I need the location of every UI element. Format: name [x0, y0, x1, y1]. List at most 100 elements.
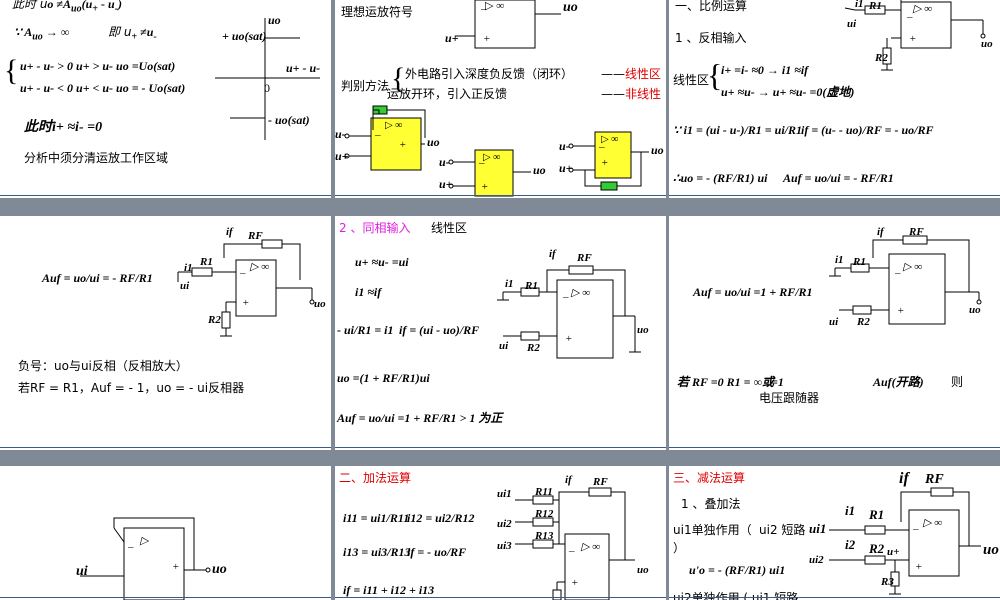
svg-text:_: _ — [598, 137, 605, 149]
p5-if: if — [549, 248, 556, 260]
panel-buffer: _+ ▷ ui uo — [0, 466, 331, 600]
p1-line1: 此时 uo ≠Auo(u+ - u-) — [12, 0, 122, 15]
p2-uo-2: uo — [533, 163, 546, 177]
p5-linear: 线性区 — [431, 221, 468, 235]
p4-gain: Auf = uo/ui = - RF/R1 — [42, 271, 153, 285]
p2-inf-0: ▷ ∞ — [485, 0, 505, 12]
p7-circuit: _+ ▷ — [80, 517, 211, 600]
p9-i1: i1 — [845, 503, 856, 518]
p6-i1: i1 — [835, 254, 844, 266]
p9-ui1: ui1 — [809, 521, 827, 536]
p9-i2: i2 — [845, 537, 856, 552]
p2-rule1-dash: —— — [601, 67, 625, 81]
p9-e1: u'o = - (RF/R1) ui1 — [689, 563, 786, 577]
p3-r1: R1 — [869, 0, 882, 12]
p2-uo-3: uo — [651, 143, 664, 157]
p2-uo-1: uo — [427, 135, 440, 149]
svg-text:+: + — [915, 561, 922, 573]
svg-text:_: _ — [480, 0, 487, 11]
p3-e4: Auf = uo/ui = - RF/R1 — [783, 171, 894, 185]
p8-e4: if = - uo/RF — [407, 545, 467, 559]
svg-text:▷ ∞: ▷ ∞ — [922, 517, 942, 529]
p8-heading: 二、加法运算 — [339, 471, 412, 485]
p5-ui: ui — [499, 340, 509, 352]
p4-inverter-note: 若RF = R1，Auf = - 1，uo = - ui反相器 — [18, 381, 245, 395]
p8-e1: i11 = ui1/R11 — [343, 511, 410, 525]
svg-text:_: _ — [374, 125, 381, 137]
svg-text:_: _ — [906, 7, 913, 19]
panel-inverting: 一、比例运算 1 、反相输入 线性区 { i+ =i- ≈0 → i1 ≈if … — [669, 0, 1000, 198]
p5-r2: R2 — [527, 342, 540, 354]
p2-rule2: 运放开环，引入正反馈 — [387, 87, 508, 101]
p2-up-2: u+ — [439, 177, 453, 191]
p5-e6: Auf = uo/ui =1 + RF/R1 > 1 为正 — [337, 411, 503, 425]
p3-e3: ∴uo = - (RF/R1) ui — [673, 171, 768, 185]
svg-text:+: + — [601, 157, 608, 169]
p9-s1c: ） — [673, 541, 686, 555]
p1-note: 分析中须分清运放工作区域 — [24, 151, 169, 165]
svg-text:▷ ∞: ▷ ∞ — [570, 287, 590, 299]
graph-top-label: + uo(sat) — [222, 29, 267, 43]
p5-circuit: _ + ▷ ∞ — [497, 265, 641, 359]
svg-text:+: + — [481, 181, 488, 193]
p1-case1: u+ - u- > 0 u+ > u- uo =Uo(sat) — [20, 59, 176, 73]
p5-e3: - ui/R1 = i1 — [337, 323, 394, 337]
svg-text:+: + — [909, 33, 916, 45]
p6-rf: RF — [909, 226, 924, 238]
p4-circuit: _+ ▷ ∞ — [177, 239, 315, 337]
p1-current-eq: 此时i+ ≈i- =0 — [24, 120, 103, 135]
p2-brace: { — [391, 62, 406, 95]
p4-r2: R2 — [208, 314, 221, 326]
p4-sign-note: 负号：uo与ui反相（反相放大） — [18, 359, 188, 373]
p9-uo: uo — [983, 542, 999, 558]
p8-e2: i12 = ui2/R12 — [407, 511, 475, 525]
transfer-curve — [215, 18, 320, 140]
p2-up-1: u+ — [335, 149, 349, 163]
p7-uo: uo — [212, 562, 227, 577]
p3-ui: ui — [847, 18, 857, 30]
p9-up: u+ — [887, 546, 900, 558]
p6-follower: 电压跟随器 — [759, 391, 820, 405]
p8-ui1: ui1 — [497, 488, 512, 500]
svg-text:_: _ — [478, 153, 485, 165]
panel-subtractor: 三、减法运算 1 、叠加法 ui1单独作用（ ui2 短路 ） u'o = - … — [669, 466, 1000, 600]
svg-text:+: + — [399, 139, 406, 151]
p3-linear: 线性区 — [673, 73, 710, 87]
p2-rule1-result: 线性区 — [625, 67, 662, 81]
p2-um-1: u- — [335, 127, 346, 141]
p6-if: if — [877, 226, 884, 238]
p6-r2: R2 — [857, 316, 870, 328]
p2-opamp-diagrams: _ + _ + _ + _ + — [344, 0, 649, 197]
p3-b2: u+ ≈u- → u+ ≈u- =0(虚地) — [721, 85, 855, 99]
p6-then: 则 — [951, 375, 964, 389]
p9-if: if — [899, 470, 909, 487]
p3-circuit: _+ ▷ ∞ — [844, 0, 986, 71]
p1-line2: ∵ Auo → ∞ — [14, 25, 70, 43]
p2-inf-2: ▷ ∞ — [483, 152, 501, 163]
p2-judge: 判别方法 — [341, 79, 390, 93]
panel-noninverting: 2 、同相输入 线性区 u+ ≈u- =ui i1 ≈if - ui/R1 = … — [335, 216, 666, 450]
p8-ui3: ui3 — [497, 540, 512, 552]
p2-uo-0: uo — [563, 0, 578, 15]
svg-text:_: _ — [562, 287, 569, 299]
graph-origin: 0 — [264, 81, 270, 95]
p9-s1: ui1单独作用（ — [673, 523, 752, 537]
svg-text:_: _ — [127, 537, 134, 549]
p5-i1: i1 — [505, 278, 514, 290]
p5-r1: R1 — [525, 280, 538, 292]
p9-heading: 三、减法运算 — [673, 471, 746, 485]
p9-r2: R2 — [869, 541, 885, 556]
p4-rf: RF — [248, 230, 263, 242]
p3-r2: R2 — [875, 52, 888, 64]
p8-e5: if = i11 + i12 + i13 — [343, 583, 435, 597]
p5-e4: if = (ui - uo)/RF — [399, 323, 480, 337]
svg-text:+: + — [565, 333, 572, 345]
p2-rule2-result: 非线性 — [625, 87, 662, 101]
p2-ui-0: u+ — [445, 31, 459, 45]
p6-ui: ui — [829, 316, 839, 328]
p2-um-3: u- — [559, 139, 570, 153]
svg-text:▷: ▷ — [139, 535, 150, 547]
panel-follower: Auf = uo/ui =1 + RF/R1 若 RF =0 R1 = ∞或 A… — [669, 216, 1000, 450]
svg-text:+: + — [483, 33, 490, 45]
p2-rule1: 外电路引入深度负反馈（闭环） — [405, 67, 574, 81]
